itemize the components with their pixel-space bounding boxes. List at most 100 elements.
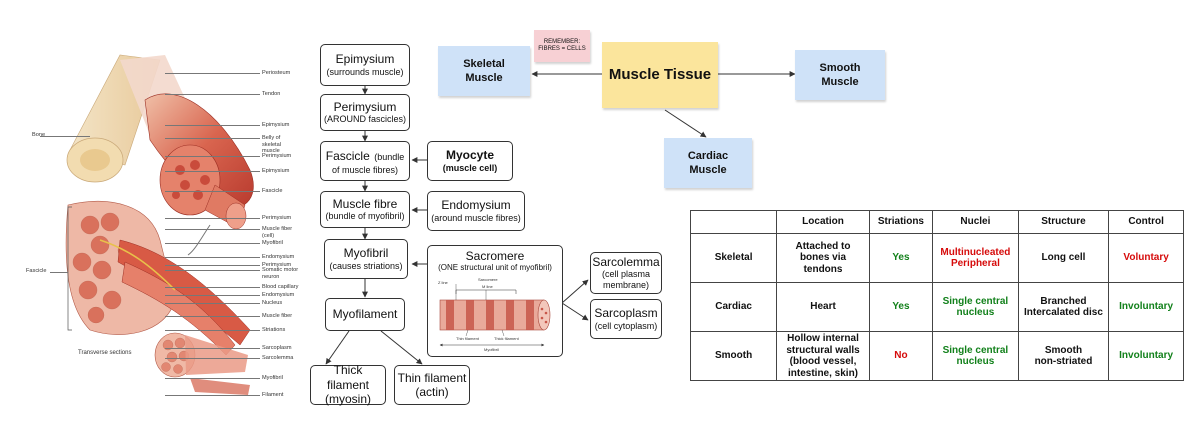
perimysium-title: Perimysium: [333, 99, 397, 114]
anatomy-label: Periosteum: [262, 70, 291, 76]
myocyte-box[interactable]: Myocyte (muscle cell): [427, 141, 513, 181]
sarcoplasm-box[interactable]: Sarcoplasm (cell cytoplasm): [590, 299, 662, 339]
anatomy-label: Tendon: [262, 91, 281, 97]
cell-line: Intercalated disc: [1024, 307, 1103, 318]
endomysium-box[interactable]: Endomysium (around muscle fibres): [427, 191, 525, 231]
cell-line: Multinucleated: [940, 246, 1011, 258]
myofibril-sub: (causes striations): [329, 260, 403, 271]
anatomy-label: Endomysium: [262, 254, 295, 260]
anatomy-leader-line: [165, 156, 260, 157]
thin-filament-box[interactable]: Thin filament (actin): [394, 365, 470, 405]
cell-line: Long cell: [1041, 252, 1086, 264]
skeletal-line-1: Skeletal: [463, 57, 505, 70]
epimysium-title: Epimysium: [335, 52, 395, 67]
anatomy-label: Perimysium: [262, 262, 292, 268]
cell-line: Single central: [942, 295, 1009, 307]
anatomy-label: Perimysium: [262, 215, 292, 221]
endomysium-title: Endomysium: [441, 198, 511, 213]
remember-note[interactable]: REMEMBER: FIBRES = CELLS: [534, 30, 590, 62]
anatomy-label: Muscle fiber: [262, 313, 293, 319]
fascicle-sub: of muscle fibres): [331, 165, 399, 176]
arrow-to-cardiac: [664, 109, 707, 138]
sarcoplasm-sub: (cell cytoplasm): [594, 320, 658, 331]
cardiac-muscle-note[interactable]: Cardiac Muscle: [664, 138, 752, 188]
anatomy-label: Muscle fiber (cell): [262, 226, 293, 239]
fascicle-title: Fascicle: [325, 149, 370, 163]
arrow-to-sarcolemma: [561, 279, 589, 304]
header-striations: Striations: [868, 210, 934, 234]
muscle-anatomy-illustration: [65, 54, 254, 395]
cell-type: Smooth: [689, 331, 778, 381]
anatomy-leader-line: [165, 303, 260, 304]
anatomy-label: Belly of skeletal muscle: [262, 135, 281, 154]
perimysium-box[interactable]: Perimysium (AROUND fascicles): [320, 94, 410, 131]
skeletal-muscle-note[interactable]: Skeletal Muscle: [438, 46, 530, 96]
fascicle-box[interactable]: Fascicle (bundle of muscle fibres): [320, 141, 410, 181]
arrow-myofilament-thin: [380, 330, 423, 365]
sarcolemma-sub: (cell plasma membrane): [601, 269, 650, 291]
myocyte-title: Myocyte: [445, 148, 495, 163]
sarcolemma-title: Sarcolemma: [592, 255, 660, 269]
thin-filament-title: Thin filament: [397, 370, 467, 385]
cell-line: Smooth: [1044, 344, 1083, 356]
sacromere-title: Sacromere: [465, 249, 525, 263]
anatomy-leader-line: [165, 73, 260, 74]
cell-type: Skeletal: [689, 233, 778, 283]
muscle-tissue-note[interactable]: Muscle Tissue: [602, 42, 718, 108]
table-header-row: Location Striations Nuclei Structure Con…: [689, 210, 1184, 234]
anatomy-label: Sarcolemma: [262, 355, 294, 361]
sacromere-sub: (ONE structural unit of myofibril): [438, 263, 552, 273]
myofibril-box[interactable]: Myofibril (causes striations): [324, 239, 408, 279]
epimysium-box[interactable]: Epimysium (surrounds muscle): [320, 44, 410, 86]
smooth-line-1: Smooth: [819, 61, 861, 74]
anatomy-leader-line: [165, 94, 260, 95]
smooth-muscle-note[interactable]: Smooth Muscle: [795, 50, 885, 100]
cell-control: Involuntary: [1108, 331, 1184, 381]
sarcoplasm-title: Sarcoplasm: [594, 306, 658, 321]
anatomy-label: Filament: [262, 392, 284, 398]
arrow-to-sarcoplasm: [561, 302, 589, 321]
header-location: Location: [776, 210, 870, 234]
anatomy-leader-line: [165, 171, 260, 172]
fascicle-leader-line: [50, 272, 68, 273]
sarcolemma-box[interactable]: Sarcolemma (cell plasma membrane): [590, 252, 662, 294]
z-line-label: Z line: [438, 280, 449, 285]
header-control: Control: [1108, 210, 1184, 234]
anatomy-leader-line: [165, 265, 260, 266]
anatomy-label: Blood capillary: [262, 284, 299, 290]
muscle-fibre-box[interactable]: Muscle fibre (bundle of myofibril): [320, 191, 410, 228]
thick-filament-box[interactable]: Thick filament (myosin): [310, 363, 386, 406]
anatomy-leader-line: [165, 125, 260, 126]
cell-striations: Yes: [868, 233, 934, 283]
anatomy-leader-line: [165, 330, 260, 331]
myofilament-box[interactable]: Myofilament: [325, 298, 405, 331]
anatomy-leader-line: [165, 257, 260, 258]
cardiac-line-2: Muscle: [689, 164, 727, 176]
thick-filament-title: Thick filament: [326, 363, 370, 392]
m-line-label: M line: [482, 284, 493, 289]
myocyte-sub: (muscle cell): [442, 162, 498, 173]
anatomy-label: Sarcoplasm: [262, 345, 292, 351]
cell-line: Attached to: [795, 240, 851, 252]
anatomy-leader-line: [165, 348, 260, 349]
anatomy-leader-line: [165, 191, 260, 192]
transverse-sections-label: Transverse sections: [78, 350, 132, 356]
anatomy-label: Epimysium: [262, 168, 290, 174]
anatomy-leader-line: [165, 229, 260, 230]
smooth-line-2: Muscle: [821, 76, 859, 88]
cell-line: bones via: [799, 252, 847, 264]
cell-line: nucleus: [956, 356, 995, 367]
cardiac-line-1: Cardiac: [687, 149, 729, 162]
header-structure: Structure: [1017, 210, 1110, 234]
cell-line: intestine, skin): [788, 367, 859, 379]
bone-leader-line: [40, 136, 90, 137]
fascicle-label: Fascicle: [26, 268, 47, 274]
anatomy-leader-line: [165, 295, 260, 296]
remember-line-2: FIBRES = CELLS: [538, 46, 586, 52]
anatomy-label: Myofibril: [262, 375, 283, 381]
thin-filament-fig-label: Thin filament: [456, 336, 480, 341]
fascicle-inline: (bundle: [374, 152, 405, 162]
